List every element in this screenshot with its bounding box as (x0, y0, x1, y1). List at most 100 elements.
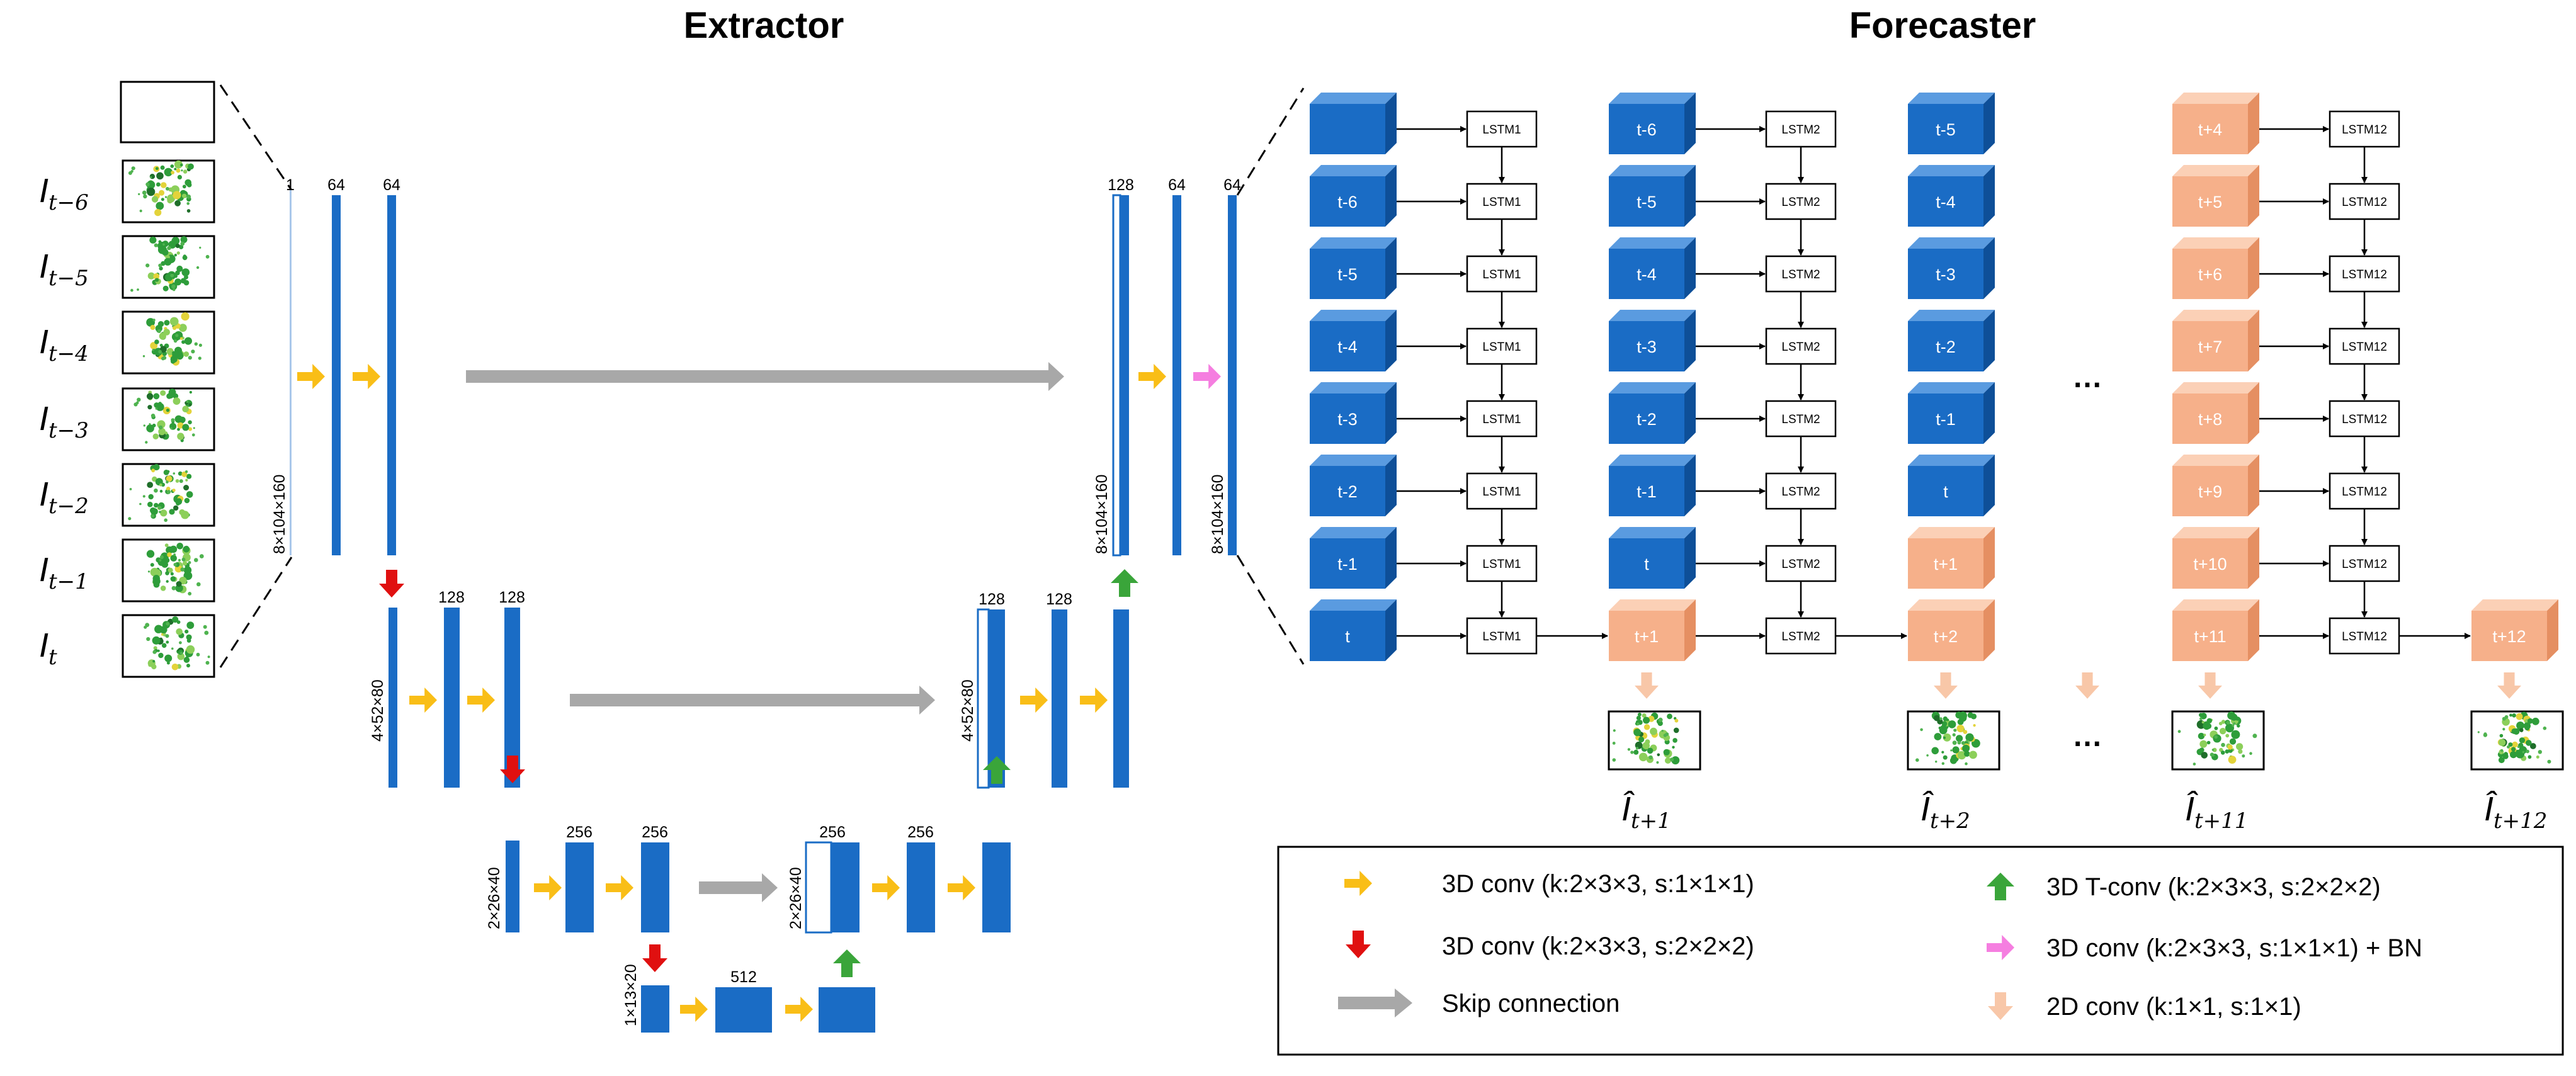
chn-l3-b: 256 (642, 824, 668, 841)
chn-d3-b: 256 (907, 824, 934, 841)
svg-text:t-3: t-3 (1936, 265, 1956, 284)
svg-text:LSTM12: LSTM12 (2342, 341, 2387, 354)
peach-arrow-icon (1988, 992, 2013, 1020)
chn-l1-a: 64 (327, 176, 345, 194)
extractor-unet: 1 64 64 8×104×160 128 128 4×52×80 256 25… (271, 88, 1305, 1033)
svg-text:t+8: t+8 (2198, 410, 2222, 429)
f4-lstm-6: LSTM12 (2329, 472, 2400, 510)
f1-lstm-2: LSTM1 (1466, 183, 1538, 220)
f1-input-cube-2: t-6 (1310, 165, 1397, 227)
bn-conv-arrow (1193, 364, 1221, 389)
svg-text:t: t (1345, 627, 1350, 646)
downsample-arrow-3 (642, 944, 667, 972)
f4-lstm-7: LSTM12 (2329, 545, 2400, 582)
svg-text:t+6: t+6 (2198, 265, 2222, 284)
legend-item-1: 3D conv (k:2×3×3, s:1×1×1) (1344, 870, 1754, 898)
f4-input-cube-8: t+11 (2172, 599, 2259, 661)
input-channel-bar (290, 189, 292, 555)
svg-text:t+4: t+4 (2198, 120, 2222, 139)
svg-text:LSTM12: LSTM12 (2342, 558, 2387, 571)
f1-lstm-5: LSTM1 (1466, 400, 1538, 438)
chn-d2-cat: 128 (979, 591, 1005, 608)
svg-text:LSTM1: LSTM1 (1482, 123, 1521, 137)
enc2-conv-a-block (444, 608, 460, 788)
input-label-5: It−2 (39, 475, 89, 519)
svg-text:LSTM1: LSTM1 (1482, 268, 1521, 281)
conv-arrow-9 (872, 875, 900, 900)
legend-label-5: 3D conv (k:2×3×3, s:1×1×1) + BN (2046, 934, 2422, 962)
f3-input-cube-1: t-5 (1908, 93, 1995, 154)
f4-input-cube-1: t+4 (2172, 93, 2259, 154)
svg-text:t-6: t-6 (1637, 120, 1657, 139)
chn-d1-cat: 128 (1108, 176, 1134, 194)
pink-arrow-icon (1987, 935, 2014, 960)
bottleneck-conv-block (715, 987, 772, 1033)
svg-text:t+9: t+9 (2198, 482, 2222, 501)
f4-input-cube-3: t+6 (2172, 237, 2259, 299)
input-frame-2 (122, 235, 215, 299)
chn-d2-b: 128 (1046, 591, 1072, 608)
dec1-bn-block (1228, 195, 1237, 555)
predicted-frame-3 (2171, 710, 2265, 771)
f2-lstm-3: LSTM2 (1765, 255, 1837, 293)
svg-text:t-4: t-4 (1637, 265, 1657, 284)
svg-text:LSTM2: LSTM2 (1781, 558, 1820, 571)
f3-input-cube-3: t-3 (1908, 237, 1995, 299)
prediction-label-1: Ît+1 (1621, 790, 1671, 834)
input-frame-5 (122, 463, 215, 527)
f1-input-cube-8: t (1310, 599, 1397, 661)
svg-text:LSTM2: LSTM2 (1781, 341, 1820, 354)
f4-input-cube-2: t+5 (2172, 165, 2259, 227)
conv-arrow-6 (606, 875, 633, 900)
svg-text:t-1: t-1 (1637, 482, 1657, 501)
f1-input-cube-6: t-2 (1310, 455, 1397, 516)
conv-arrow-12 (1080, 688, 1108, 713)
conv2d-arrow-gap (2075, 672, 2099, 699)
conv-arrow-1 (297, 364, 325, 389)
f2-input-cube-2: t-5 (1609, 165, 1696, 227)
svg-text:t+11: t+11 (2194, 627, 2226, 646)
conv-arrow-4 (467, 688, 495, 713)
legend-label-2: 3D conv (k:2×3×3, s:2×2×2) (1442, 932, 1754, 960)
svg-text:t+1: t+1 (1934, 555, 1958, 574)
input-label-4: It−3 (39, 400, 89, 443)
conv-arrow-11 (1020, 688, 1048, 713)
enc3-conv-b-block (641, 842, 669, 932)
chn-l1-b: 64 (383, 176, 400, 194)
bottleneck-out-block (819, 987, 875, 1033)
prediction-ellipsis: … (2072, 720, 2102, 753)
legend-label-6: 2D conv (k:1×1, s:1×1) (2046, 993, 2301, 1021)
input-label-6: It−1 (39, 551, 89, 594)
f1-input-cube-7: t-1 (1310, 527, 1397, 589)
zoom-guide-right-top (1236, 88, 1305, 196)
conv-arrow-7 (680, 997, 708, 1022)
f3-input-cube-6: t (1908, 455, 1995, 516)
gray-arrow-icon (1338, 988, 1412, 1017)
svg-text:t-4: t-4 (1936, 193, 1956, 212)
input-frame-7 (122, 614, 215, 678)
chn-d1-a: 64 (1168, 176, 1186, 194)
input-frame-4 (122, 387, 215, 451)
f2-lstm-1: LSTM2 (1765, 110, 1837, 148)
input-frame-6 (122, 538, 215, 603)
f1-lstm-4: LSTM1 (1466, 327, 1538, 365)
upsample-arrow-2 (983, 756, 1011, 784)
svg-text:t-5: t-5 (1337, 265, 1358, 284)
svg-text:t: t (1943, 482, 1948, 501)
skip-connection-l3 (699, 873, 778, 902)
f1-lstm-3: LSTM1 (1466, 255, 1538, 293)
forecaster-ellipsis: … (2072, 361, 2102, 394)
svg-text:LSTM12: LSTM12 (2342, 413, 2387, 426)
svg-text:LSTM2: LSTM2 (1781, 123, 1820, 137)
svg-text:t-6: t-6 (1337, 193, 1358, 212)
legend-item-5: 3D conv (k:2×3×3, s:1×1×1) + BN (1987, 934, 2422, 962)
svg-text:t+7: t+7 (2198, 337, 2222, 356)
dec3-skip-block (805, 841, 832, 934)
svg-text:LSTM2: LSTM2 (1781, 413, 1820, 426)
dec3-conv-a-block (907, 842, 935, 932)
conv-arrow-13 (1138, 364, 1166, 389)
dec2-conv-b-block (1113, 609, 1129, 788)
downsample-arrow-1 (379, 570, 404, 597)
input-frame-3 (122, 310, 215, 375)
